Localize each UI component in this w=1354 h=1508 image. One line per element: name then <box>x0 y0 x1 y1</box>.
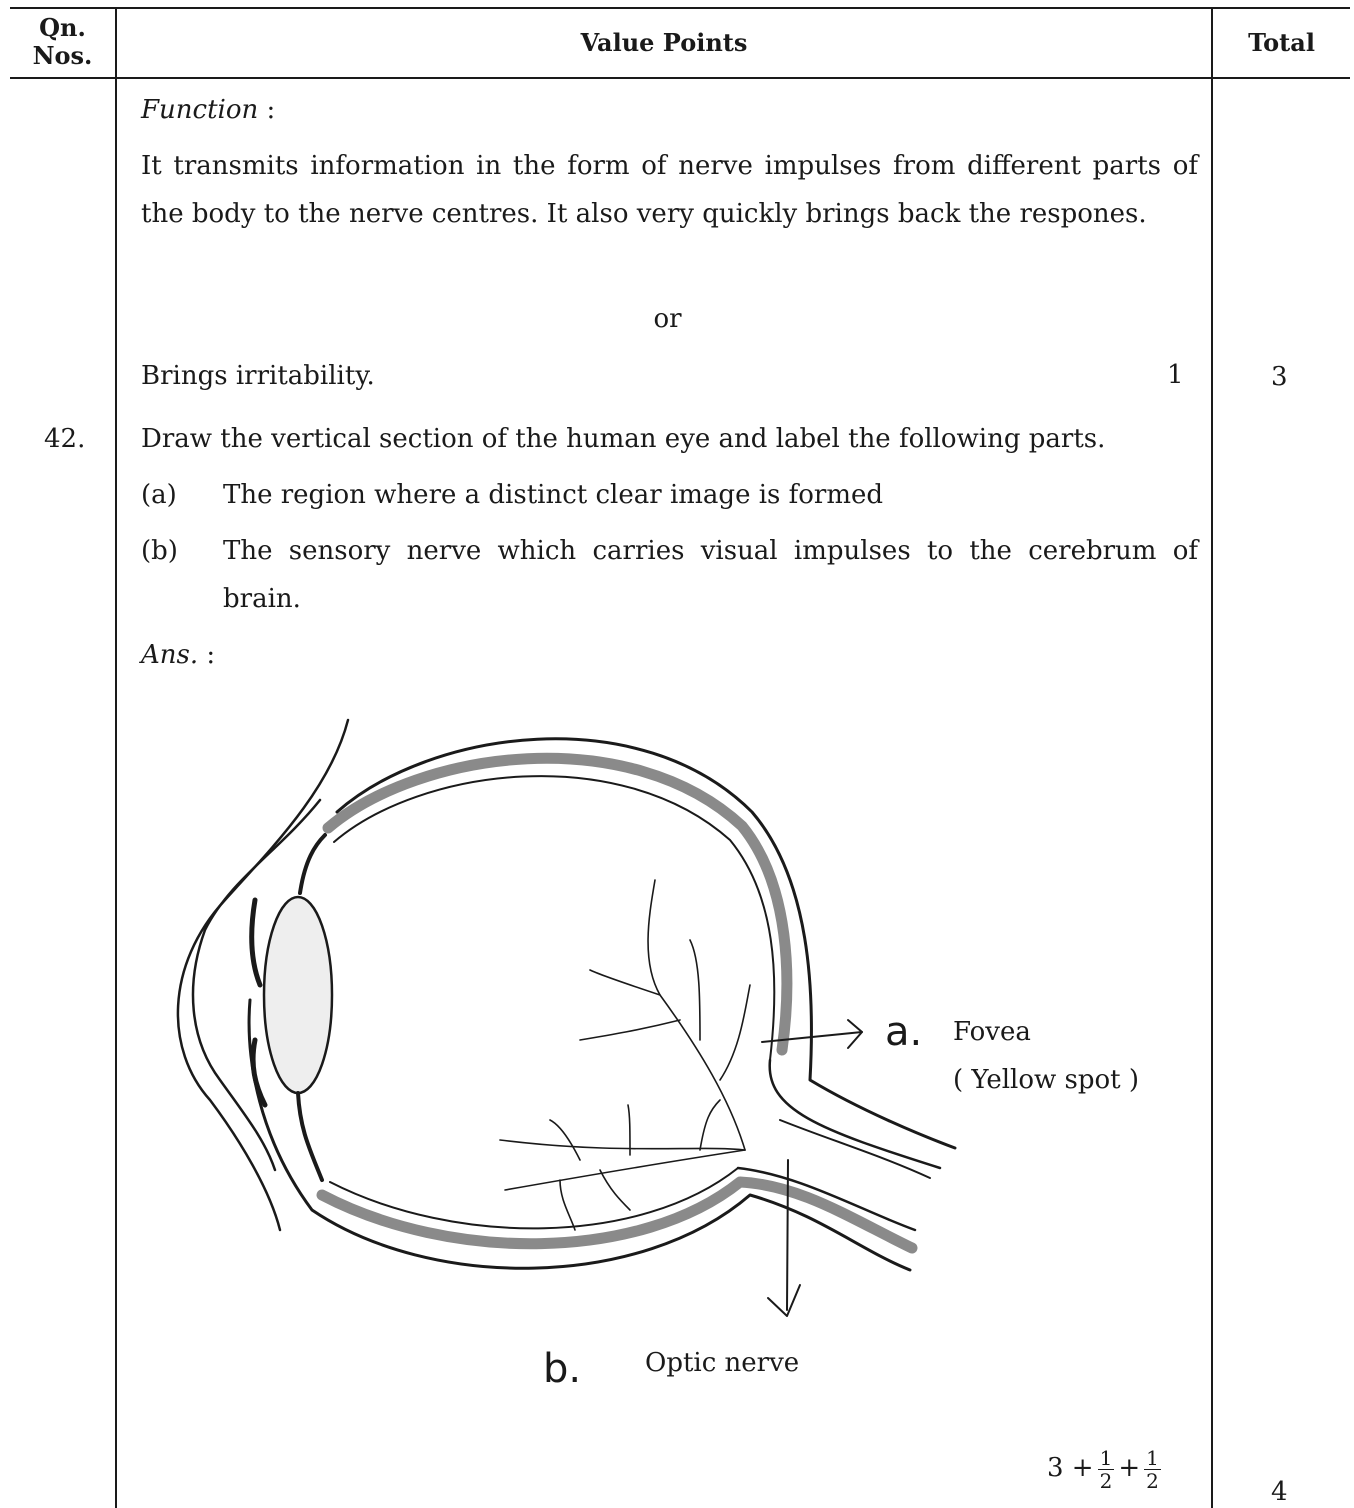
optic-nerve-upper <box>770 1060 940 1168</box>
function-heading-colon: : <box>258 95 275 125</box>
ans-heading-text: Ans. <box>141 640 198 670</box>
item-a-text: The region where a distinct clear image … <box>223 479 883 511</box>
ans-heading: Ans. : <box>141 639 215 671</box>
question-number: 42. <box>44 423 85 455</box>
header-qn-line2: Nos. <box>10 42 115 70</box>
marks-num-2: 1 <box>1144 1447 1161 1470</box>
iris-lower <box>253 1040 265 1105</box>
marks-whole: 3 + <box>1047 1453 1094 1483</box>
header-value-points: Value Points <box>117 29 1211 57</box>
marks-plus: + <box>1118 1453 1140 1483</box>
function-heading: Function : <box>141 94 275 126</box>
eye-diagram <box>150 700 970 1340</box>
ciliary-upper <box>300 835 325 893</box>
pointer-b-line <box>787 1160 788 1310</box>
pointer-b-head <box>768 1285 800 1316</box>
table-top-rule <box>10 7 1350 9</box>
label-optic-nerve: Optic nerve <box>645 1347 799 1379</box>
or-separator: or <box>0 303 1335 335</box>
blood-vessels <box>500 880 750 1230</box>
brings-irritability: Brings irritability. <box>141 360 375 392</box>
marks-den-2: 2 <box>1144 1470 1161 1492</box>
header-qn-line1: Qn. <box>10 14 115 42</box>
label-b-handwritten: b. <box>543 1349 581 1389</box>
q42-prompt: Draw the vertical section of the human e… <box>141 423 1105 455</box>
header-qn-nos: Qn. Nos. <box>10 14 115 70</box>
label-fovea: Fovea <box>953 1016 1031 1048</box>
marks-num-1: 1 <box>1098 1447 1115 1470</box>
lens <box>264 897 332 1093</box>
brings-mark: 1 <box>1167 359 1184 391</box>
total-second: 4 <box>1271 1476 1288 1508</box>
item-a-label: (a) <box>141 479 177 511</box>
marks-breakdown: 3 +12+12 <box>1047 1437 1165 1499</box>
label-yellow-spot: ( Yellow spot ) <box>953 1064 1139 1096</box>
item-b-label: (b) <box>141 535 178 567</box>
marks-fraction-2: 12 <box>1144 1447 1161 1492</box>
item-b-text: The sensory nerve which carries visual i… <box>223 527 1198 623</box>
marks-den-1: 2 <box>1098 1470 1115 1492</box>
table-header-rule <box>10 77 1350 79</box>
ans-heading-colon: : <box>198 640 215 670</box>
total-first: 3 <box>1271 361 1288 393</box>
marks-fraction-1: 12 <box>1098 1447 1115 1492</box>
retina-inner-line <box>334 776 774 1060</box>
sclera-outline <box>337 739 955 1148</box>
column-divider-right <box>1211 7 1213 1508</box>
function-paragraph: It transmits information in the form of … <box>141 142 1198 238</box>
retina-band <box>328 758 787 1050</box>
header-total: Total <box>1213 29 1350 57</box>
function-heading-text: Function <box>141 95 258 125</box>
label-a-handwritten: a. <box>885 1012 922 1052</box>
ciliary-lower <box>298 1093 322 1180</box>
column-divider-left <box>115 7 117 1508</box>
iris-upper <box>252 900 260 985</box>
